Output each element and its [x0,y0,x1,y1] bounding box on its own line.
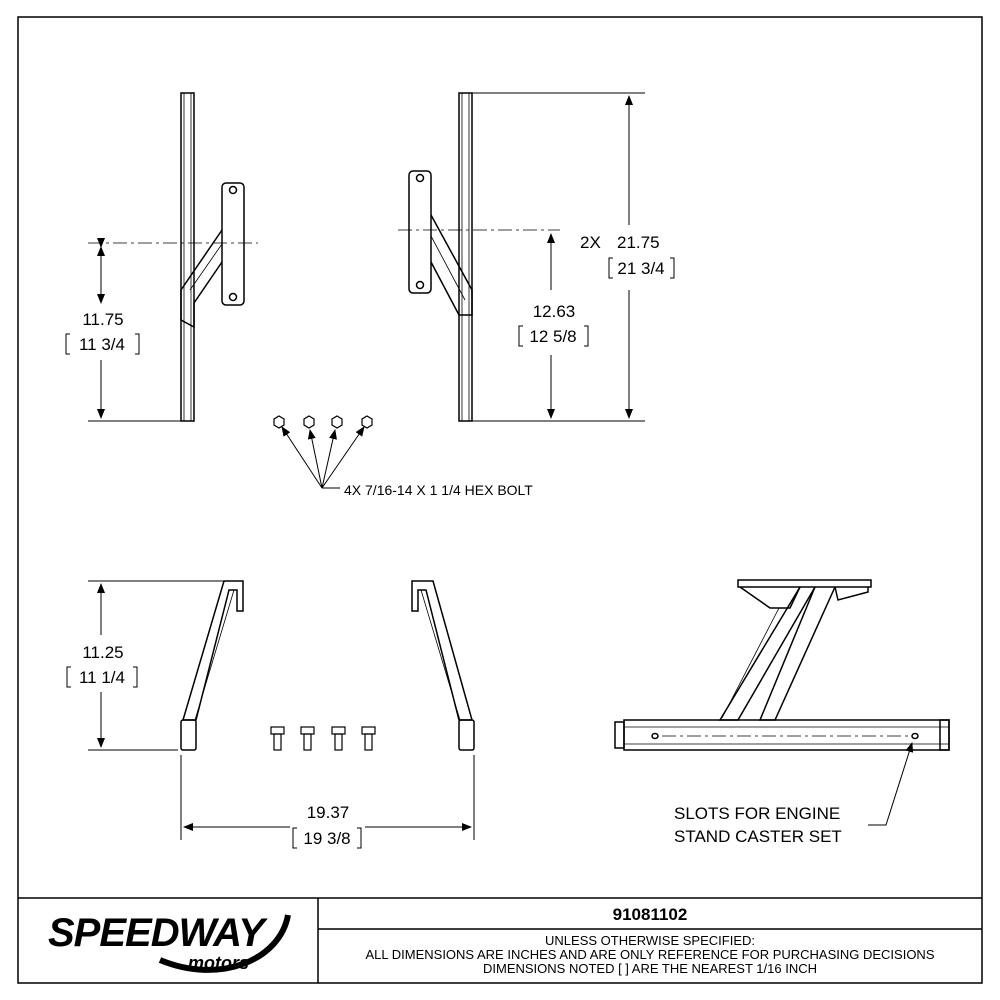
note-line-1: UNLESS OTHERWISE SPECIFIED: [545,933,755,948]
dim-overall-decimal: 21.75 [617,233,660,252]
leg-view-right [411,580,475,751]
dim-spread-brackets [292,827,362,849]
hardware-leaders [281,426,365,489]
dim-left-brackets [65,333,140,355]
side-view-right [408,92,473,422]
slots-callout-line1: SLOTS FOR ENGINE [674,804,840,823]
speedway-logo: SPEEDWAY motors [48,911,291,973]
dim-leg-height-decimal: 11.25 [82,643,123,662]
note-line-2: ALL DIMENSIONS ARE INCHES AND ARE ONLY R… [366,947,935,962]
dimension-leg-height [88,580,225,751]
hardware-callout: 4X 7/16-14 X 1 1/4 HEX BOLT [344,482,533,498]
dim-spread-decimal: 19.37 [307,803,350,822]
part-number: 91081102 [613,905,688,924]
isometric-view [614,579,950,751]
logo-subtext: motors [188,953,249,973]
title-block [18,897,982,983]
slots-callout-line2: STAND CASTER SET [674,827,842,846]
slots-leader [868,742,914,826]
dim-spread-fraction: 19 3/8 [303,829,350,848]
dim-right-brackets [518,325,589,347]
dimension-left-height [88,238,181,422]
side-view-left [180,92,245,422]
hex-bolts-top [273,415,373,429]
dim-overall-prefix: 2X [580,233,601,252]
dim-left-decimal: 11.75 [82,310,123,329]
hex-bolts-side [270,726,376,751]
dim-overall-brackets [608,257,675,279]
drawing-border [17,16,983,984]
dim-right-decimal: 12.63 [533,302,576,321]
dim-right-fraction: 12 5/8 [529,327,576,346]
leg-view-left [180,580,244,751]
dim-overall-fraction: 21 3/4 [617,259,664,278]
dim-leg-height-brackets [66,666,138,688]
dimension-leg-spread [180,755,475,840]
logo-wordmark: SPEEDWAY [48,911,268,955]
note-line-3: DIMENSIONS NOTED [ ] ARE THE NEAREST 1/1… [483,961,817,976]
dim-leg-height-fraction: 11 1/4 [79,668,125,687]
dimension-right-height [472,92,645,422]
dim-left-fraction: 11 3/4 [79,335,125,354]
